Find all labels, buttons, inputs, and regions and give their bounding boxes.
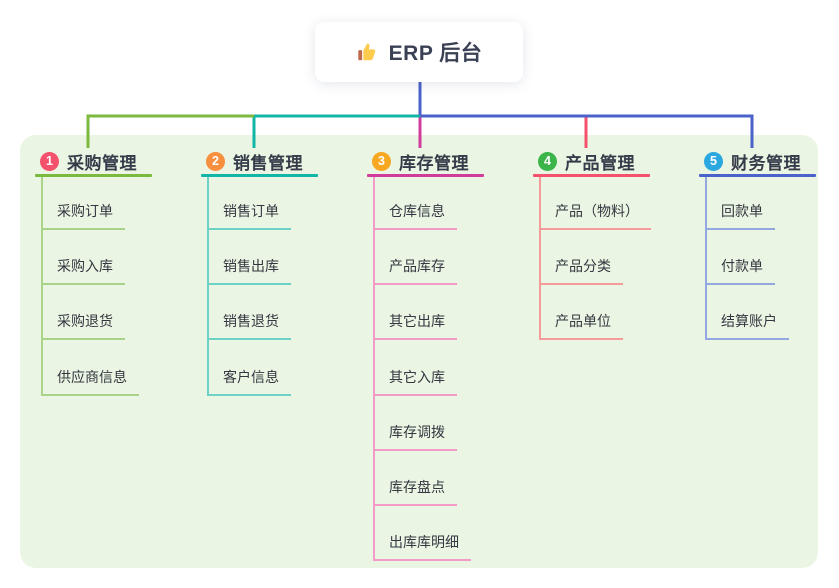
branch-number-badge: 4 [538, 151, 557, 171]
root-title: ERP 后台 [388, 42, 483, 65]
branch-number-badge: 1 [40, 151, 59, 171]
thumbs-up-icon [356, 41, 378, 63]
branch-column-5: 5 财务管理回款单付款单结算账户 [699, 0, 839, 588]
child-node-label: 仓库信息 [389, 203, 445, 219]
children-connector-line [207, 177, 209, 394]
child-node-label: 采购退货 [57, 313, 113, 330]
child-node-label: 采购入库 [57, 258, 113, 275]
branch-header-3[interactable]: 3 库存管理 [367, 148, 469, 174]
branch-column-2: 2 销售管理销售订单销售出库销售退货客户信息 [201, 0, 361, 588]
child-node-label: 库存盘点 [389, 479, 445, 495]
branch-underline [699, 174, 816, 177]
children-connector-line [41, 177, 43, 394]
child-node-label: 供应商信息 [57, 368, 127, 385]
child-node[interactable]: 仓库信息 [373, 194, 457, 230]
child-node-label: 其它入库 [389, 368, 445, 385]
children-connector-line [539, 177, 541, 339]
root-node[interactable]: ERP 后台 [315, 22, 523, 82]
branch-title: 库存管理 [399, 153, 469, 173]
child-node-label: 付款单 [721, 258, 763, 275]
child-node-label: 回款单 [721, 203, 763, 219]
children-connector-line [373, 177, 375, 560]
branch-number-badge: 2 [206, 151, 225, 171]
child-node[interactable]: 结算账户 [705, 304, 789, 341]
child-node[interactable]: 产品（物料） [539, 194, 651, 230]
branch-title: 采购管理 [67, 153, 137, 173]
child-node-label: 客户信息 [223, 368, 279, 385]
child-node-label: 销售出库 [223, 258, 279, 275]
child-node[interactable]: 产品库存 [373, 249, 457, 286]
branch-header-1[interactable]: 1 采购管理 [35, 148, 137, 174]
child-node-label: 采购订单 [57, 203, 113, 219]
child-node[interactable]: 库存调拨 [373, 415, 457, 451]
branch-title: 产品管理 [565, 153, 635, 173]
child-node-label: 产品单位 [555, 313, 611, 330]
branch-underline [367, 174, 484, 177]
child-node-label: 销售订单 [223, 203, 279, 219]
child-node-label: 结算账户 [721, 313, 777, 330]
branch-header-2[interactable]: 2 销售管理 [201, 148, 303, 174]
child-node[interactable]: 产品分类 [539, 249, 623, 286]
branch-underline [533, 174, 650, 177]
child-node-label: 出库库明细 [389, 534, 459, 551]
child-node-label: 产品分类 [555, 258, 611, 275]
branch-header-5[interactable]: 5 财务管理 [699, 148, 801, 174]
branch-number-badge: 5 [704, 151, 723, 171]
child-node[interactable]: 库存盘点 [373, 470, 457, 506]
child-node-label: 库存调拨 [389, 423, 445, 440]
branch-underline [35, 174, 152, 177]
branch-column-1: 1 采购管理采购订单采购入库采购退货供应商信息 [35, 0, 195, 588]
child-node[interactable]: 销售退货 [207, 304, 291, 341]
branch-underline [201, 174, 318, 177]
branch-column-3: 3 库存管理仓库信息产品库存其它出库其它入库库存调拨库存盘点出库库明细 [367, 0, 527, 588]
child-node-label: 产品库存 [389, 258, 445, 275]
child-node-label: 销售退货 [223, 313, 279, 330]
child-node-label: 产品（物料） [555, 203, 639, 219]
branch-column-4: 4 产品管理产品（物料） 产品分类产品单位 [533, 0, 693, 588]
child-node[interactable]: 采购退货 [41, 304, 125, 341]
child-node[interactable]: 其它出库 [373, 304, 457, 341]
branch-header-4[interactable]: 4 产品管理 [533, 148, 635, 174]
child-node-label: 其它出库 [389, 313, 445, 330]
child-node[interactable]: 供应商信息 [41, 360, 139, 396]
child-node[interactable]: 回款单 [705, 194, 775, 230]
child-node[interactable]: 销售订单 [207, 194, 291, 230]
branch-title: 财务管理 [731, 153, 801, 173]
child-node[interactable]: 客户信息 [207, 360, 291, 396]
branches-panel [20, 135, 818, 568]
child-node[interactable]: 其它入库 [373, 360, 457, 396]
child-node[interactable]: 付款单 [705, 249, 775, 286]
children-connector-line [705, 177, 707, 339]
child-node[interactable]: 产品单位 [539, 304, 623, 341]
branch-title: 销售管理 [233, 153, 303, 173]
child-node[interactable]: 采购订单 [41, 194, 125, 230]
branch-number-badge: 3 [372, 151, 391, 171]
child-node[interactable]: 采购入库 [41, 249, 125, 286]
child-node[interactable]: 出库库明细 [373, 525, 471, 562]
child-node[interactable]: 销售出库 [207, 249, 291, 286]
